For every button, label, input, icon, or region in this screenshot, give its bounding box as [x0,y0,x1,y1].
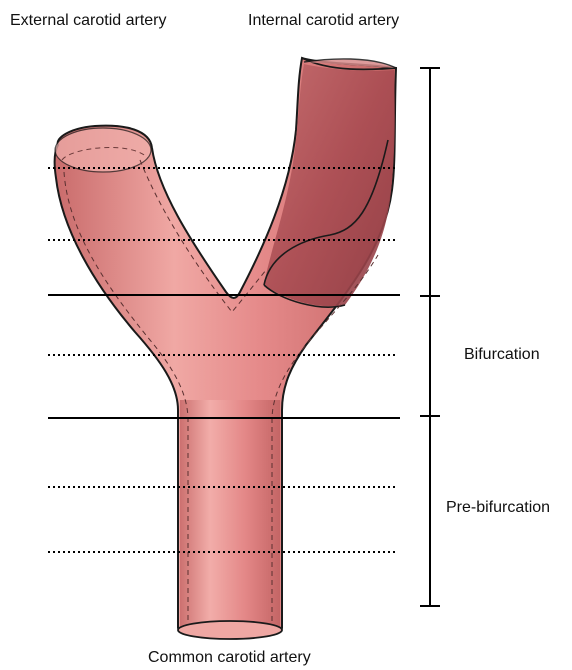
region-brackets [420,68,440,606]
external-carotid-label: External carotid artery [10,12,167,30]
common-carotid-opening [178,621,282,639]
external-carotid-opening [55,128,151,172]
pre-bifurcation-label: Pre-bifurcation [446,499,550,517]
common-carotid-label: Common carotid artery [148,649,311,667]
internal-carotid-label: Internal carotid artery [248,12,399,30]
bifurcation-label: Bifurcation [464,346,540,364]
common-trunk-shade [180,400,280,628]
